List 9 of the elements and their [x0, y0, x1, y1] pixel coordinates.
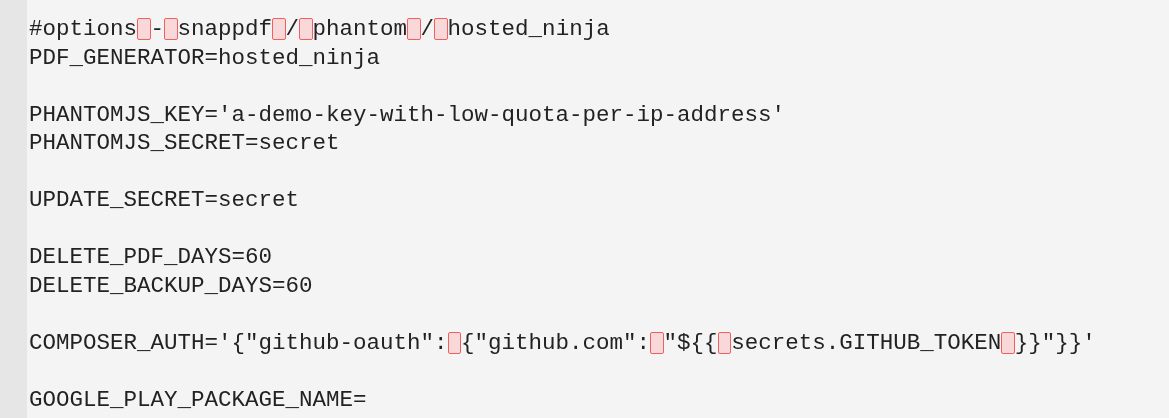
- code-line: DELETE_PDF_DAYS=60: [29, 243, 273, 272]
- code-line: PDF_GENERATOR=hosted_ninja: [29, 43, 381, 73]
- code-line: PHANTOMJS_KEY='a-demo-key-with-low-quota-per-ip-address': [29, 100, 786, 130]
- code-line: DELETE_BACKUP_DAYS=60: [29, 271, 313, 301]
- code-line: UPDATE_SECRET=secret: [29, 186, 300, 215]
- code-line: #options - snappdf / phantom / hosted_ninja: [29, 15, 610, 44]
- code-line: PHANTOMJS_SECRET=secret: [29, 129, 340, 158]
- code-line: GOOGLE_PLAY_PACKAGE_NAME=: [29, 385, 367, 415]
- code-line: COMPOSER_AUTH='{"github-oauth": {"github.com": "${{ secrets.GITHUB_TOKEN }}"}}': [29, 328, 1096, 358]
